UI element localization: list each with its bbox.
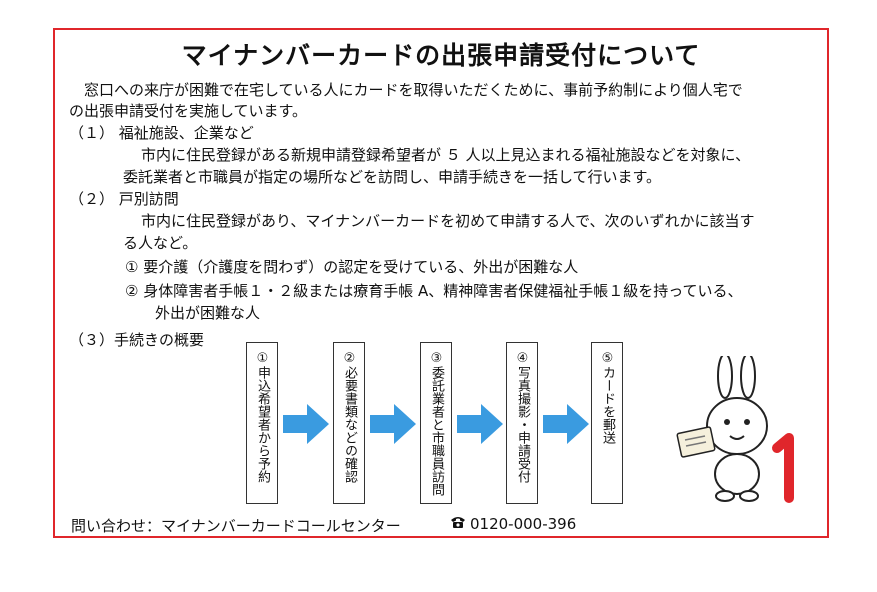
step-box-1: ①申込希望者から予約	[246, 342, 278, 504]
page-title: マイナンバーカードの出張申請受付について	[181, 41, 701, 70]
step-box-4: ④写真撮影・申請受付	[506, 342, 538, 504]
step-label-4: ④写真撮影・申請受付	[515, 351, 530, 483]
section1-body-1: 市内に住民登録がある新規申請登録希望者が ５ 人以上見込まれる福祉施設などを対象…	[141, 146, 751, 164]
step-box-5: ⑤カードを郵送	[591, 342, 623, 504]
section1-heading: （１） 福祉施設、企業など	[69, 124, 254, 142]
step-box-2: ②必要書類などの確認	[333, 342, 365, 504]
section2-body-2: る人など。	[123, 234, 198, 252]
section1-body-2: 委託業者と市職員が指定の場所などを訪問し、申請手続きを一括して行います。	[123, 168, 662, 186]
section2-item-2-cont: 外出が困難な人	[155, 304, 261, 322]
contact-phone: 0120-000-396	[450, 515, 576, 533]
step-box-3: ③委託業者と市職員訪問	[420, 342, 452, 504]
section2-item-1: ① 要介護（介護度を問わず）の認定を受けている、外出が困難な人	[125, 258, 579, 276]
section2-item-2: ② 身体障害者手帳１・２級または療育手帳 A、精神障害者保健福祉手帳１級を持って…	[125, 282, 743, 300]
step-label-2: ②必要書類などの確認	[342, 351, 357, 483]
step-label-5: ⑤カードを郵送	[600, 351, 615, 444]
step-label-1: ①申込希望者から予約	[255, 351, 270, 483]
intro-line-2: の出張申請受付を実施しています。	[69, 102, 308, 120]
section2-body-1: 市内に住民登録があり、マイナンバーカードを初めて申請する人で、次のいずれかに該当…	[141, 212, 755, 230]
arrow-right-icon	[283, 404, 329, 444]
mascot-rabbit-icon	[676, 356, 794, 503]
arrow-right-icon	[370, 404, 416, 444]
contact-label: 問い合わせ：マイナンバーカードコールセンター	[71, 517, 401, 535]
telephone-icon	[451, 517, 465, 528]
info-panel: マイナンバーカードの出張申請受付について 窓口への来庁が困難で在宅している人にカ…	[53, 28, 829, 538]
section2-heading: （２） 戸別訪問	[69, 190, 179, 208]
intro-line-1: 窓口への来庁が困難で在宅している人にカードを取得いただくために、事前予約制により…	[69, 81, 743, 99]
arrow-right-icon	[543, 404, 589, 444]
section3-heading: （３）手続きの概要	[69, 331, 205, 349]
arrow-right-icon	[457, 404, 503, 444]
phone-number: 0120-000-396	[470, 515, 577, 533]
step-label-3: ③委託業者と市職員訪問	[429, 351, 444, 496]
